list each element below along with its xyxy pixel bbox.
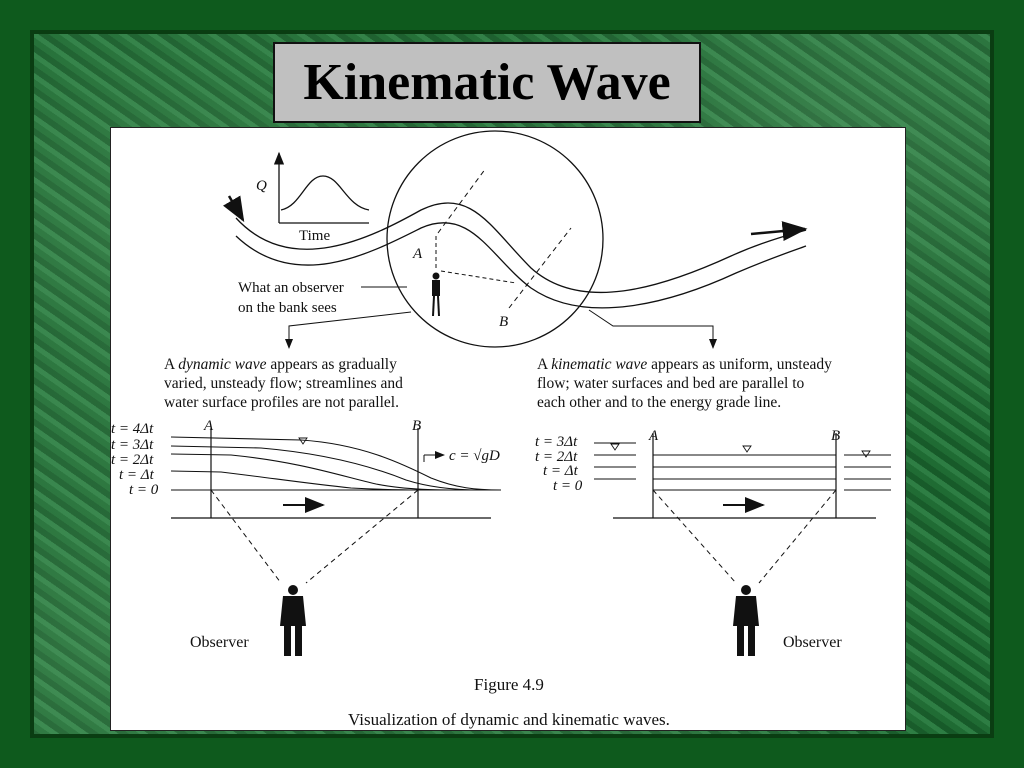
observer-bank-label-line2: on the bank sees [238,300,337,316]
wave-diagram: Q Time A B What an observer on the bank … [111,130,891,656]
dynamic-point-a-label: A [203,418,214,434]
kinematic-observer-label: Observer [783,634,842,651]
dynamic-observer-figure [280,585,306,656]
figure-panel: Q Time A B What an observer on the bank … [110,127,906,731]
kinematic-description: A kinematic wave appears as uniform, uns… [537,356,832,411]
pointer-kinematic-arrow [588,309,717,349]
flow-in-arrow [223,195,245,223]
kinematic-right-water-icon [861,450,871,458]
observer-view-circle [386,130,604,348]
dynamic-time-label-1: t = Δt [119,467,155,483]
kinematic-observer-figure [733,585,759,656]
dynamic-wave-panel: A B c = √gD t = 4Δt t = 3Δt t = 2Δt t = … [111,418,502,656]
observer-bank-label-line1: What an observer [238,280,344,296]
dynamic-term: dynamic wave [178,356,267,373]
dynamic-time-label-3: t = 3Δt [111,437,154,453]
kinematic-point-b-label: B [831,428,840,444]
slide-title-box: Kinematic Wave [273,42,701,123]
bank-observer-figure [432,272,440,317]
river-channel [223,195,808,309]
flow-out-arrow [750,221,808,242]
pointer-dynamic-arrow [285,311,412,349]
dynamic-point-b-label: B [412,418,421,434]
point-b-label-top: B [499,314,508,330]
dynamic-time-label-4: t = 4Δt [111,421,154,437]
kinematic-time-label-0: t = 0 [553,478,583,494]
kinematic-wave-panel: A B t = 3Δt t = 2Δt t = Δt t = 0 [535,428,891,656]
dynamic-time-label-2: t = 2Δt [111,452,154,468]
dynamic-observer-label: Observer [190,634,249,651]
hydrograph-curve [280,175,370,211]
kinematic-time-label-1: t = Δt [543,463,579,479]
hydrograph-x-label: Time [299,228,330,244]
slide-title: Kinematic Wave [303,54,671,111]
kinematic-middle-water-icon [742,445,752,453]
kinematic-time-label-2: t = 2Δt [535,449,578,465]
kinematic-term: kinematic wave [551,356,648,373]
dynamic-water-surface-icon [298,437,308,445]
hydrograph-y-label: Q [256,178,267,194]
hydrograph-inset: Q Time [256,151,370,244]
celerity-label: c = √gD [449,448,500,464]
figure-caption: Visualization of dynamic and kinematic w… [348,710,670,729]
figure-number: Figure 4.9 [474,675,544,694]
dynamic-time-label-0: t = 0 [129,482,159,498]
kinematic-point-a-label: A [648,428,659,444]
point-a-label-top: A [412,246,423,262]
dynamic-description: A dynamic wave appears as gradually vari… [164,356,403,411]
kinematic-time-label-3: t = 3Δt [535,434,578,450]
kinematic-left-water-icon [610,443,620,451]
